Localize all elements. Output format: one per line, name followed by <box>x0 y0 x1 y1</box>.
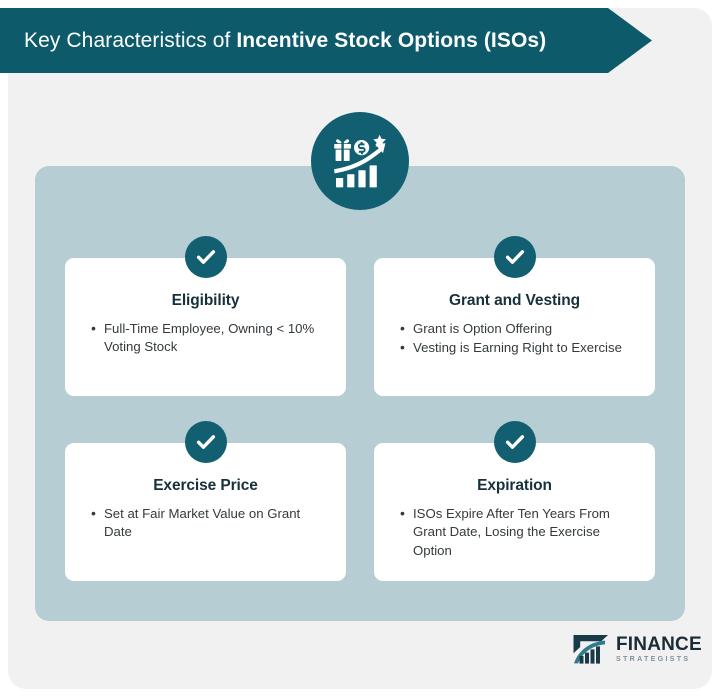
card-title: Expiration <box>477 477 552 494</box>
card-title: Eligibility <box>171 292 240 309</box>
card-eligibility: Eligibility Full-Time Employee, Owning <… <box>65 236 346 396</box>
card-title: Grant and Vesting <box>449 292 580 309</box>
page-title-regular: Key Characteristics of <box>24 29 237 52</box>
list-item: Grant is Option Offering <box>400 319 637 339</box>
card-bullet-list: Set at Fair Market Value on Grant Date <box>81 504 330 542</box>
stock-options-growth-icon <box>311 112 409 210</box>
cards-grid: Eligibility Full-Time Employee, Owning <… <box>35 166 685 621</box>
brand-logo: FINANCE STRATEGISTS <box>571 632 702 666</box>
card-bullet-list: Full-Time Employee, Owning < 10% Voting … <box>81 319 330 357</box>
list-item: Full-Time Employee, Owning < 10% Voting … <box>91 319 328 357</box>
check-icon <box>184 236 227 278</box>
list-item: Vesting is Earning Right to Exercise <box>400 338 637 358</box>
card-bullet-list: Grant is Option Offering Vesting is Earn… <box>390 319 639 358</box>
card-grant-and-vesting: Grant and Vesting Grant is Option Offeri… <box>374 236 655 396</box>
brand-name: FINANCE <box>616 633 702 655</box>
list-item: ISOs Expire After Ten Years From Grant D… <box>400 504 637 561</box>
header-banner: Key Characteristics of Incentive Stock O… <box>0 8 652 73</box>
brand-tagline: STRATEGISTS <box>616 654 691 663</box>
card-exercise-price: Exercise Price Set at Fair Market Value … <box>65 421 346 581</box>
brand-logo-text: FINANCE STRATEGISTS <box>616 635 702 663</box>
card-title: Exercise Price <box>153 477 258 494</box>
card-expiration: Expiration ISOs Expire After Ten Years F… <box>374 421 655 581</box>
card-bullet-list: ISOs Expire After Ten Years From Grant D… <box>390 504 639 561</box>
finance-strategists-logo-icon <box>573 635 608 664</box>
list-item: Set at Fair Market Value on Grant Date <box>91 504 328 542</box>
check-icon <box>493 421 536 463</box>
check-icon <box>184 421 227 463</box>
check-icon <box>493 236 536 278</box>
page-title: Key Characteristics of Incentive Stock O… <box>0 30 546 51</box>
page-title-bold: Incentive Stock Options (ISOs) <box>236 29 547 52</box>
